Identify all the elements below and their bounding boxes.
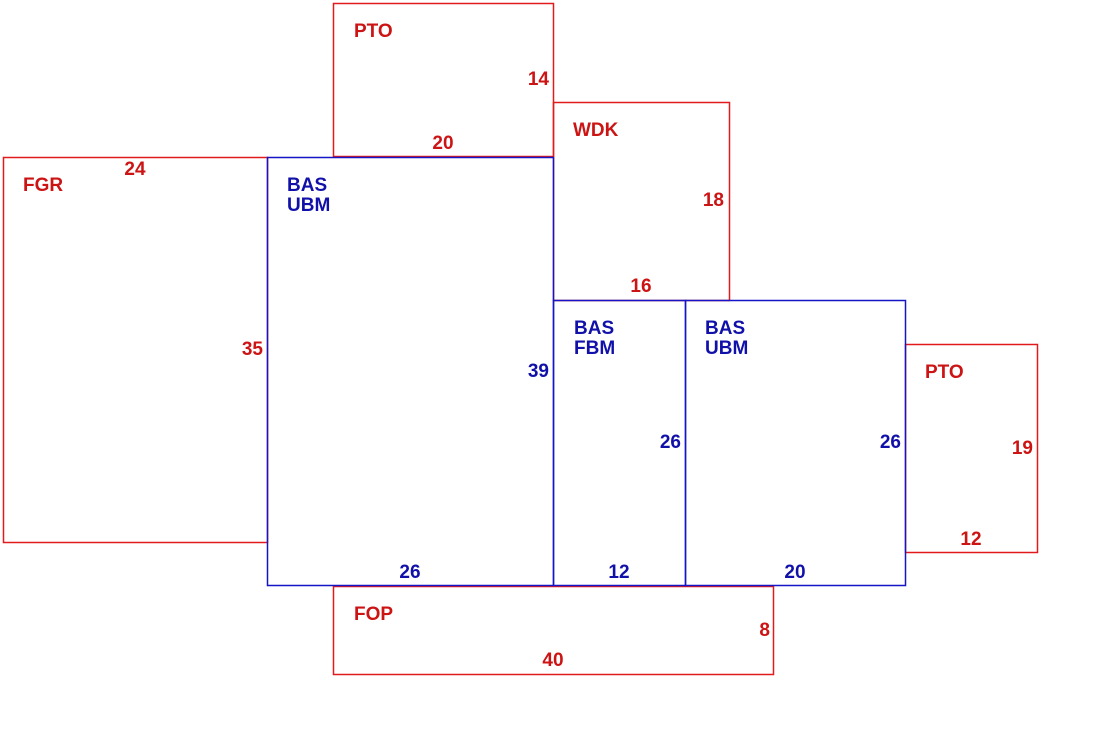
bas-ubm-right-code-line1: BAS xyxy=(705,318,745,339)
fop-dim-bottom: 40 xyxy=(542,650,563,671)
wdk-dim-bottom: 16 xyxy=(630,276,651,297)
fop-outline xyxy=(332,585,775,676)
fgr-code: FGR xyxy=(23,175,63,196)
area-bas-fbm: BAS FBM 26 12 xyxy=(552,299,687,587)
bas-ubm-main-dim-bottom: 26 xyxy=(399,562,420,583)
fop-code: FOP xyxy=(354,604,393,625)
bas-ubm-right-dim-bottom: 20 xyxy=(784,562,805,583)
bas-ubm-main-dim-side: 39 xyxy=(528,361,549,382)
area-fgr: FGR 24 35 xyxy=(2,156,269,544)
pto-right-code: PTO xyxy=(925,362,964,383)
area-wdk: WDK 18 16 xyxy=(552,101,731,302)
bas-ubm-main-code-line2: UBM xyxy=(287,195,330,216)
wdk-code: WDK xyxy=(573,120,619,141)
bas-fbm-code-line2: FBM xyxy=(574,338,615,359)
bas-ubm-main-outline xyxy=(266,156,555,587)
wdk-dim-side: 18 xyxy=(703,190,724,211)
pto-top-code: PTO xyxy=(354,21,393,42)
fop-dim-side: 8 xyxy=(759,620,770,641)
pto-top-outline xyxy=(332,2,555,158)
bas-ubm-right-code-line2: UBM xyxy=(705,338,748,359)
area-bas-ubm-main: BAS UBM 39 26 xyxy=(266,156,555,587)
fgr-outline xyxy=(2,156,269,544)
pto-top-dim-side: 14 xyxy=(528,69,550,90)
area-pto-top: PTO 14 20 xyxy=(332,2,555,158)
fgr-dim-top: 24 xyxy=(124,159,146,180)
area-pto-right: PTO 19 12 xyxy=(904,343,1039,554)
area-fop: FOP 8 40 xyxy=(332,585,775,676)
pto-top-dim-bottom: 20 xyxy=(432,133,453,154)
bas-fbm-code-line1: BAS xyxy=(574,318,614,339)
pto-right-dim-side: 19 xyxy=(1012,438,1033,459)
bas-ubm-main-code-line1: BAS xyxy=(287,175,327,196)
bas-fbm-dim-bottom: 12 xyxy=(608,562,629,583)
bas-ubm-right-outline xyxy=(684,299,907,587)
fgr-dim-side: 35 xyxy=(242,339,264,360)
bas-ubm-right-dim-side: 26 xyxy=(880,432,901,453)
area-bas-ubm-right: BAS UBM 26 20 xyxy=(684,299,907,587)
bas-fbm-dim-side: 26 xyxy=(660,432,681,453)
pto-right-dim-bottom: 12 xyxy=(960,529,981,550)
